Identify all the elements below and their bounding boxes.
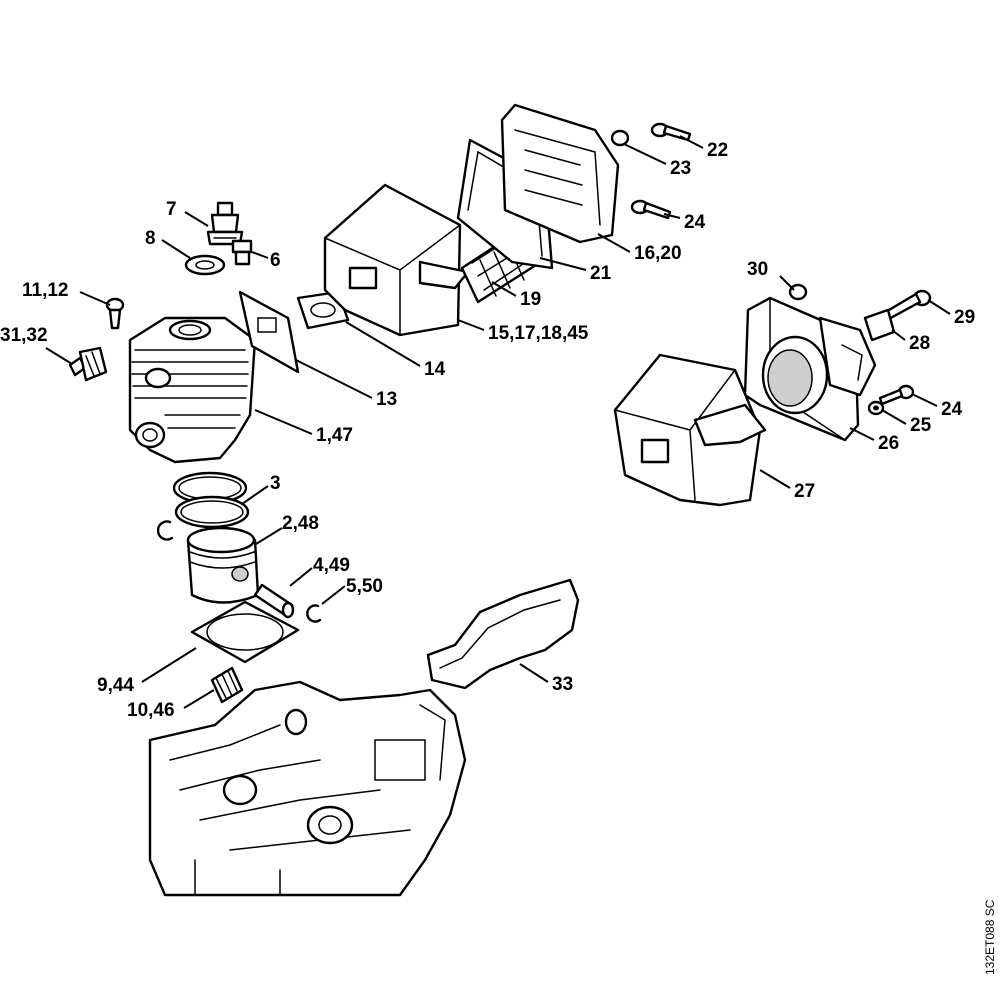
part-3-piston-rings — [172, 471, 250, 529]
part-5-circlip-left — [156, 520, 174, 541]
drawing-code: 132ET088 SC — [983, 899, 997, 975]
callout-7: 7 — [166, 199, 177, 220]
part-33-crankcase-gasket — [426, 578, 580, 690]
crankcase — [148, 680, 467, 897]
callout-3: 3 — [270, 473, 281, 494]
callout-15-17-18-45: 15,17,18,45 — [488, 323, 589, 344]
part-10-46-needle-cage — [210, 666, 244, 704]
part-27-muffler-body — [613, 353, 767, 507]
callout-24-upper: 24 — [684, 212, 706, 233]
callout-10-46: 10,46 — [127, 700, 175, 721]
callout-30: 30 — [747, 259, 768, 280]
callout-2-48: 2,48 — [282, 513, 319, 534]
callout-28: 28 — [909, 333, 930, 354]
callout-labels: 7 8 6 11,12 31,32 1,47 3 2,48 4,49 5,50 … — [0, 140, 975, 721]
callout-1-47: 1,47 — [316, 425, 353, 446]
callout-19: 19 — [520, 289, 541, 310]
callout-25: 25 — [910, 415, 932, 436]
part-16-20-muffler-cover — [500, 103, 620, 244]
callout-6: 6 — [270, 250, 281, 271]
leader-lines — [45, 135, 951, 709]
callout-13: 13 — [376, 389, 397, 410]
part-13-flange-gasket — [238, 290, 300, 374]
callout-22: 22 — [707, 140, 728, 161]
callout-27: 27 — [794, 481, 815, 502]
callout-21: 21 — [590, 263, 612, 284]
callout-8: 8 — [145, 228, 156, 249]
callout-33: 33 — [552, 674, 573, 695]
part-11-12-screw — [105, 297, 125, 330]
callout-9-44: 9,44 — [97, 675, 134, 696]
callout-31-32: 31,32 — [0, 325, 48, 346]
part-24-screw-lower — [878, 384, 915, 406]
part-9-44-gasket — [190, 600, 300, 664]
callout-14: 14 — [424, 359, 446, 380]
callout-24-lower: 24 — [941, 399, 963, 420]
callout-11-12: 11,12 — [22, 280, 69, 301]
callout-23: 23 — [670, 158, 691, 179]
part-24-screw-upper — [630, 199, 672, 220]
callout-16-20: 16,20 — [634, 243, 682, 264]
part-2-48-piston — [186, 526, 260, 604]
part-4-49-piston-pin — [253, 583, 295, 619]
part-1-47-cylinder — [128, 316, 257, 464]
callout-4-49: 4,49 — [313, 555, 350, 576]
callout-5-50: 5,50 — [346, 576, 383, 597]
part-7-valve — [206, 201, 244, 246]
part-28-sleeve — [863, 308, 896, 342]
part-30-nut — [788, 283, 808, 301]
part-23-nut — [610, 129, 630, 147]
part-26-housing — [743, 296, 877, 442]
part-5-50-circlip-right — [306, 604, 322, 623]
part-15-17-18-45-muffler — [323, 183, 470, 337]
part-8-washer — [184, 254, 226, 276]
part-6-plug — [231, 239, 253, 266]
part-31-32-decomp-valve — [68, 346, 108, 382]
callout-26: 26 — [878, 433, 899, 454]
callout-29: 29 — [954, 307, 975, 328]
part-25-washer — [867, 400, 885, 416]
